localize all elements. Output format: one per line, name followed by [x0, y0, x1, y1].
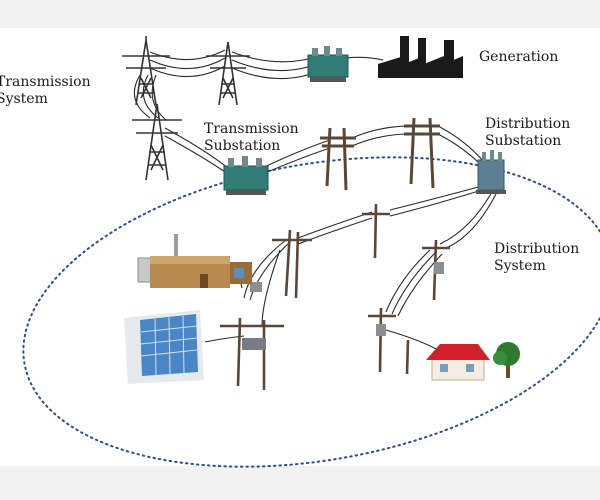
- label-distribution-system-line2: System: [494, 258, 546, 274]
- distribution-lines: [204, 185, 497, 351]
- transformer-icon: [476, 150, 506, 194]
- label-transmission-substation-line1: Transmission: [204, 121, 299, 137]
- diagram-panel: [0, 28, 600, 466]
- transformer-icon: [307, 46, 349, 82]
- label-distribution-system: Distribution System: [494, 241, 579, 275]
- label-transmission-system-line2: System: [0, 91, 48, 107]
- label-transmission-system-line1: Transmission: [0, 74, 91, 90]
- label-transmission-substation-line2: Substation: [204, 138, 281, 154]
- industrial-plant-icon: [137, 234, 252, 288]
- label-distribution-substation: Distribution Substation: [485, 116, 570, 150]
- utility-pole-icon: [272, 229, 312, 299]
- transmission-tower-icon: [206, 41, 250, 106]
- house-icon: [426, 344, 490, 381]
- label-transmission-system: Transmission System: [0, 74, 91, 108]
- label-generation-text: Generation: [479, 49, 559, 65]
- label-transmission-substation: Transmission Substation: [204, 121, 299, 155]
- transmission-tower-icon: [122, 36, 170, 106]
- label-distribution-substation-line2: Substation: [485, 133, 562, 149]
- office-building-icon: [124, 310, 204, 384]
- tree-icon: [493, 342, 520, 378]
- distribution-boundary-ellipse: [22, 156, 600, 468]
- transmission-tower-icon: [132, 103, 182, 181]
- transformer-icon: [376, 324, 386, 336]
- utility-pole-icon: [220, 317, 284, 390]
- utility-pole-icon: [362, 203, 390, 259]
- transmission-lines: [133, 49, 485, 177]
- transformer-icon: [434, 262, 444, 274]
- label-distribution-system-line1: Distribution: [494, 241, 580, 257]
- label-distribution-substation-line1: Distribution: [485, 116, 571, 132]
- utility-pole-icon: [404, 117, 440, 189]
- transformer-icon: [242, 338, 266, 350]
- utility-pole-icon: [320, 127, 356, 191]
- power-plant-icon: [378, 36, 463, 78]
- transformer-icon: [223, 156, 269, 195]
- label-generation: Generation: [479, 49, 558, 66]
- transformer-icon: [250, 282, 262, 292]
- utility-pole-icon: [368, 307, 410, 375]
